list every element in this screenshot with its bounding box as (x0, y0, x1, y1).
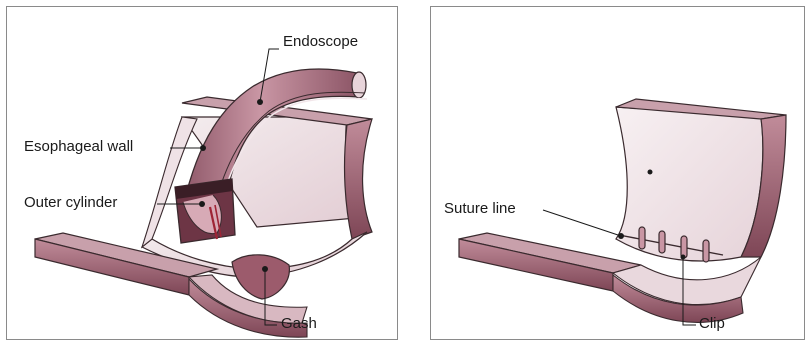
gash-wound (232, 255, 289, 299)
clip-3 (681, 236, 687, 258)
left-diagram-panel: Endoscope Esophageal wall Outer cylinder… (6, 6, 398, 340)
label-endoscope: Endoscope (283, 33, 358, 51)
clip-4 (703, 240, 709, 262)
label-gash: Gash (281, 315, 317, 333)
endoscope-tip (352, 72, 366, 98)
clip-2 (659, 231, 665, 253)
right-diagram-panel: Suture line Clip (430, 6, 805, 340)
leader-suture-line (543, 210, 621, 236)
clip-1 (639, 227, 645, 249)
label-outer-cylinder: Outer cylinder (24, 194, 117, 212)
esophageal-wall-closed (616, 107, 763, 261)
label-suture-line: Suture line (444, 200, 516, 218)
label-clip: Clip (699, 315, 725, 333)
right-illustration (431, 7, 806, 341)
left-illustration (7, 7, 399, 341)
label-esophageal-wall: Esophageal wall (24, 138, 133, 156)
